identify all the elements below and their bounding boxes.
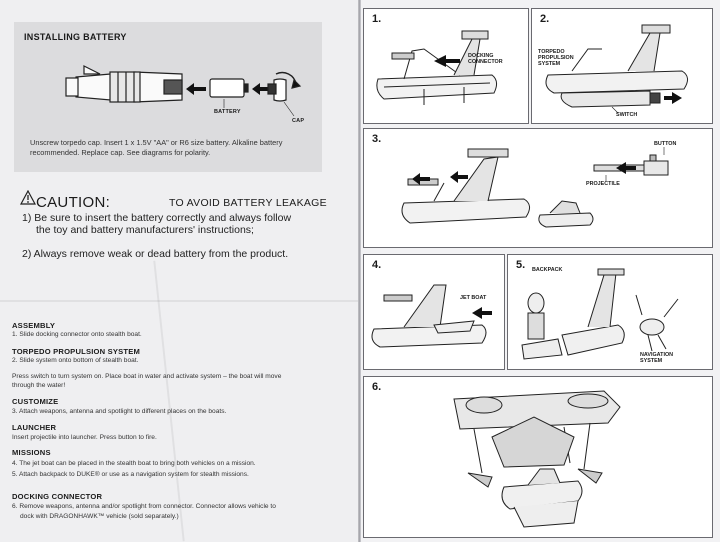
paper-crease bbox=[0, 300, 358, 302]
battery-diagram bbox=[65, 65, 302, 117]
step-number: 2. bbox=[540, 13, 550, 25]
caution-item: 2) Always remove weak or dead battery fr… bbox=[22, 248, 289, 260]
arrow-left-icon bbox=[186, 83, 206, 95]
page-fold bbox=[358, 0, 361, 542]
section-line: 5. Attach backpack to DUKE® or use as a … bbox=[12, 471, 249, 478]
label-line: NAVIGATION bbox=[640, 352, 674, 358]
step-panel-3: 3. BUTTON PROJECTILE bbox=[363, 128, 713, 248]
step-number: 1. bbox=[372, 13, 382, 25]
arrow-left-icon bbox=[434, 55, 460, 67]
cap-drawing bbox=[267, 71, 302, 117]
battery-label: BATTERY bbox=[214, 109, 241, 115]
section-heading-assembly: ASSEMBLY bbox=[12, 321, 56, 330]
backpack-label: BACKPACK bbox=[532, 267, 563, 273]
navigation-system-label: NAVIGATION SYSTEM bbox=[640, 352, 673, 364]
step-number: 5. bbox=[516, 259, 526, 271]
section-heading-missions: MISSIONS bbox=[12, 448, 51, 457]
label-line: SYSTEM bbox=[538, 61, 561, 67]
arrow-left-icon bbox=[616, 162, 636, 174]
section-line: through the water! bbox=[12, 382, 66, 389]
step-panel-5: 5. BACKPACK NAVIGATION SYSTEM bbox=[507, 254, 713, 370]
arrow-left-icon bbox=[252, 83, 270, 95]
caution-item: the toy and battery manufacturers' instr… bbox=[36, 224, 254, 236]
right-page: 1. DOCKING CONNECTOR 2. bbox=[361, 0, 720, 542]
battery-drawing bbox=[209, 78, 249, 98]
caution-subheading: TO AVOID BATTERY LEAKAGE bbox=[169, 197, 327, 209]
step-number: 3. bbox=[372, 133, 382, 145]
section-line: 4. The jet boat can be placed in the ste… bbox=[12, 460, 256, 467]
section-line: dock with DRAGONHAWK™ vehicle (sold sepa… bbox=[20, 513, 179, 520]
label-line: SYSTEM bbox=[640, 358, 663, 364]
battery-instruction-line: recommended. Replace cap. See diagrams f… bbox=[30, 148, 211, 157]
step-number: 4. bbox=[372, 259, 382, 271]
section-line: Press switch to turn system on. Place bo… bbox=[12, 373, 282, 380]
paper-crease bbox=[153, 260, 185, 542]
torpedo-drawing bbox=[65, 65, 183, 103]
arrow-left-icon bbox=[412, 173, 430, 185]
button-label: BUTTON bbox=[654, 141, 677, 147]
label-line: CONNECTOR bbox=[468, 59, 503, 65]
torpedo-system-label: TORPEDO PROPULSION SYSTEM bbox=[538, 49, 574, 67]
section-heading-docking: DOCKING CONNECTOR bbox=[12, 492, 103, 501]
jet-boat-drawing bbox=[371, 284, 492, 348]
torpedo-system-drawing bbox=[545, 24, 688, 114]
battery-box-title: INSTALLING BATTERY bbox=[24, 32, 127, 42]
backpack-mission-drawing bbox=[521, 268, 679, 360]
section-line: 3. Attach weapons, antenna and spotlight… bbox=[12, 408, 227, 415]
dragonhawk-docking-drawing bbox=[453, 390, 621, 528]
section-line: Insert projectile into launcher. Press b… bbox=[12, 434, 157, 441]
caution-item: 1) Be sure to insert the battery correct… bbox=[22, 212, 292, 224]
projectile-label: PROJECTILE bbox=[586, 181, 620, 187]
arrow-left-icon bbox=[664, 92, 682, 104]
jet-boat-label: JET BOAT bbox=[460, 295, 487, 301]
section-line: 1. Slide docking connector onto stealth … bbox=[12, 331, 142, 338]
battery-box: INSTALLING BATTERY bbox=[14, 22, 322, 172]
section-heading-customize: CUSTOMIZE bbox=[12, 397, 59, 406]
docking-connector-label: DOCKING CONNECTOR bbox=[468, 53, 503, 65]
step-panel-1: 1. DOCKING CONNECTOR bbox=[363, 8, 529, 124]
cap-label: CAP bbox=[292, 118, 305, 124]
step-panel-2: 2. TORPEDO PROPULSION SYSTEM SWITCH bbox=[531, 8, 713, 124]
switch-label: SWITCH bbox=[616, 112, 638, 118]
step-panel-6: 6. bbox=[363, 376, 713, 538]
section-line: 2. Slide system onto bottom of stealth b… bbox=[12, 357, 139, 364]
section-heading-torpedo: TORPEDO PROPULSION SYSTEM bbox=[12, 347, 141, 356]
left-page: INSTALLING BATTERY bbox=[0, 0, 358, 542]
section-line: 6. Remove weapons, antenna and/or spotli… bbox=[12, 503, 276, 510]
step-number: 6. bbox=[372, 381, 382, 393]
caution-heading: CAUTION: bbox=[36, 194, 111, 211]
boat-docking-drawing bbox=[376, 30, 498, 105]
battery-instruction-line: Unscrew torpedo cap. Insert 1 x 1.5V "AA… bbox=[30, 138, 283, 147]
label-line: DOCKING bbox=[468, 53, 494, 59]
arrow-left-icon bbox=[472, 307, 492, 319]
customize-drawing bbox=[401, 147, 669, 228]
label-line: PROPULSION bbox=[538, 55, 574, 61]
section-heading-launcher: LAUNCHER bbox=[12, 423, 57, 432]
label-line: TORPEDO bbox=[538, 49, 565, 55]
arrow-left-icon bbox=[450, 171, 468, 183]
step-panel-4: 4. JET BOAT bbox=[363, 254, 505, 370]
warning-triangle-icon bbox=[20, 190, 36, 205]
